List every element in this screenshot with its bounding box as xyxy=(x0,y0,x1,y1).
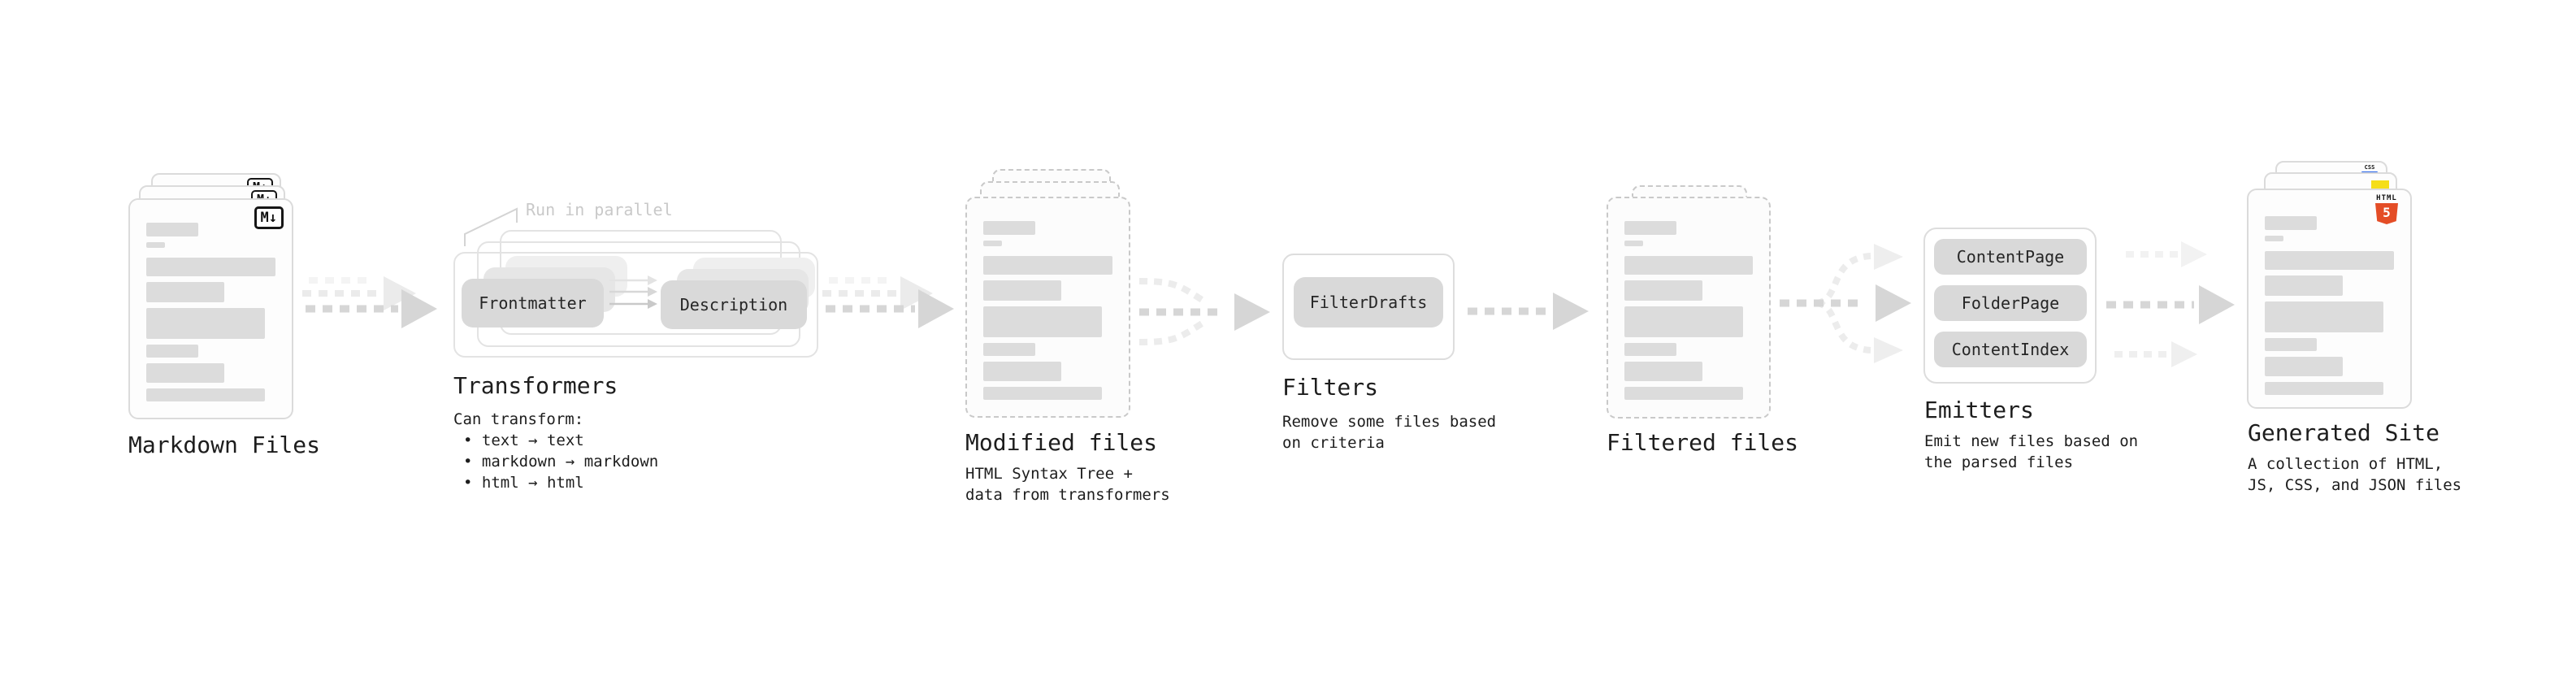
filtered-files-label: Filtered files xyxy=(1607,429,1799,456)
transformers-desc-title: Can transform: xyxy=(453,410,584,428)
description-transformer-pill: Description xyxy=(661,280,807,329)
transformers-label: Transformers xyxy=(453,372,618,399)
emitters-desc-line: Emit new files based on xyxy=(1924,432,2139,450)
frontmatter-transformer-pill: Frontmatter xyxy=(462,279,604,327)
emitters-description: Emit new files based on the parsed files xyxy=(1924,431,2138,473)
modified-files-description: HTML Syntax Tree + data from transformer… xyxy=(965,463,1170,505)
modified-files-label: Modified files xyxy=(965,429,1158,456)
filters-desc-line: on criteria xyxy=(1282,434,1385,452)
file-content-placeholder xyxy=(983,221,1112,400)
file-content-placeholder xyxy=(2265,216,2394,395)
filterdrafts-pill: FilterDrafts xyxy=(1294,277,1443,327)
contentindex-emitter-pill: ContentIndex xyxy=(1934,332,2087,367)
file-content-placeholder xyxy=(146,223,275,401)
modified-file-front xyxy=(965,197,1130,418)
markdown-files-label: Markdown Files xyxy=(128,432,321,458)
arrow-emitters-to-generated xyxy=(2106,241,2235,367)
html5-icon: HTML 5 xyxy=(2373,194,2400,224)
filters-label: Filters xyxy=(1282,374,1379,401)
filters-description: Remove some files based on criteria xyxy=(1282,411,1496,453)
generated-desc-line: JS, CSS, and JSON files xyxy=(2248,476,2462,494)
file-content-placeholder xyxy=(1624,221,1753,400)
run-in-parallel-annotation: Run in parallel xyxy=(526,200,673,219)
generated-desc-line: A collection of HTML, xyxy=(2248,455,2444,473)
markdown-file-front: M↓ xyxy=(128,198,293,419)
css-icon-text: CSS xyxy=(2364,164,2375,171)
generated-file-html: HTML 5 xyxy=(2247,189,2412,409)
arrow-filters-to-filtered xyxy=(1468,293,1589,330)
html5-icon-shield: 5 xyxy=(2375,203,2398,224)
emitters-label: Emitters xyxy=(1924,397,2034,423)
modified-desc-line: HTML Syntax Tree + xyxy=(965,465,1133,483)
generated-site-description: A collection of HTML, JS, CSS, and JSON … xyxy=(2248,453,2461,496)
arrow-markdown-to-transformers xyxy=(302,276,437,328)
html5-icon-word: HTML xyxy=(2376,194,2397,202)
arrow-modified-to-filters-merge xyxy=(1138,278,1270,345)
contentpage-emitter-pill: ContentPage xyxy=(1934,239,2087,275)
transformers-description: Can transform: • text → text • markdown … xyxy=(453,409,658,493)
emitters-desc-line: the parsed files xyxy=(1924,453,2074,471)
arrow-filtered-to-emitters-fanout xyxy=(1780,244,1911,363)
generated-site-label: Generated Site xyxy=(2248,419,2440,446)
arrow-transformers-to-modified xyxy=(822,276,954,328)
folderpage-emitter-pill: FolderPage xyxy=(1934,285,2087,321)
transformers-bullet: • html → html xyxy=(463,474,584,492)
transformers-bullet: • markdown → markdown xyxy=(463,453,659,471)
transformer-box-front xyxy=(453,252,818,358)
filtered-file-front xyxy=(1607,197,1771,419)
markdown-file-icon: M↓ xyxy=(254,206,284,229)
transformers-bullet: • text → text xyxy=(463,432,584,449)
js-icon xyxy=(2371,180,2389,190)
filters-desc-line: Remove some files based xyxy=(1282,413,1497,431)
modified-desc-line: data from transformers xyxy=(965,486,1170,504)
